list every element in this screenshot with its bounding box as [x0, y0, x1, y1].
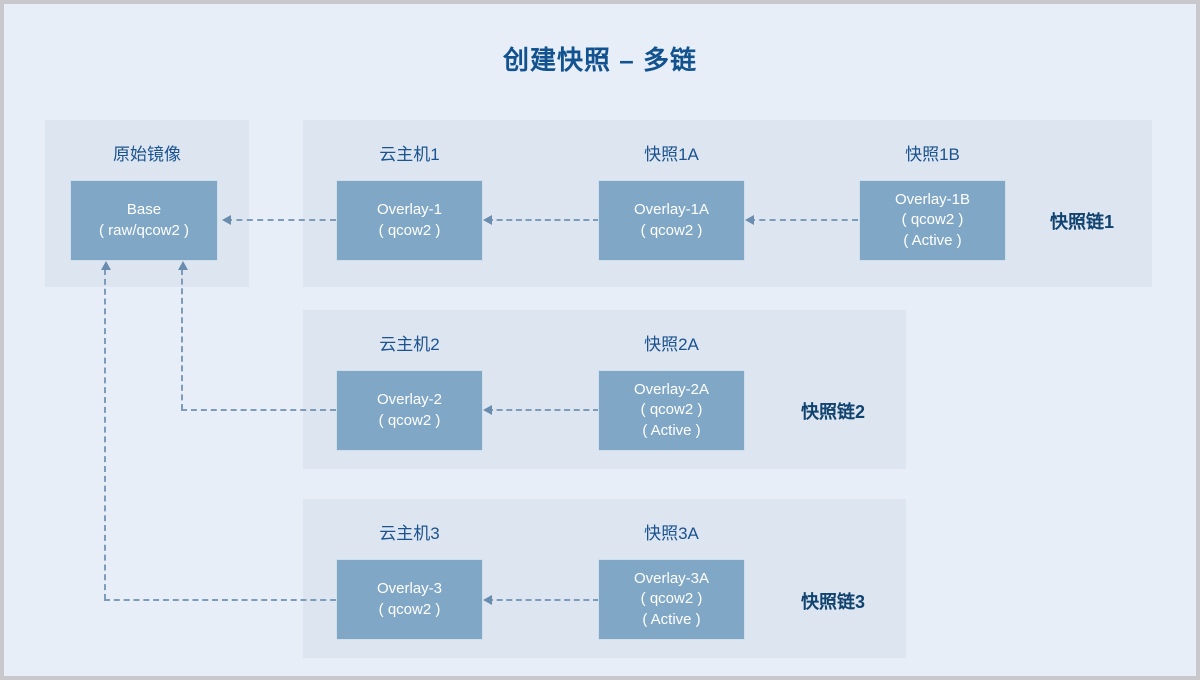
- node-chain1-overlay1a-line1: Overlay-1A: [633, 201, 710, 219]
- node-chain1-overlay1b[interactable]: Overlay-1B ( qcow2 ) ( Active ): [859, 180, 1006, 261]
- chain-label-3: 快照链3: [801, 592, 866, 612]
- connector-overlay3-to-base-vertical: [104, 269, 106, 600]
- connector-overlay3-to-base-horizontal: [104, 599, 336, 601]
- connector-overlay3a-to-overlay3: [487, 599, 599, 601]
- node-base[interactable]: Base ( raw/qcow2 ): [70, 180, 218, 261]
- connector-overlay2-to-base-vertical: [181, 269, 183, 410]
- caption-base: 原始镜像: [113, 145, 181, 164]
- connector-overlay2a-to-overlay2: [487, 409, 599, 411]
- chain-label-2: 快照链2: [801, 402, 866, 422]
- node-chain2-overlay2a-line1: Overlay-2A: [633, 381, 710, 399]
- page-title: 创建快照 – 多链: [503, 45, 697, 75]
- chain-label-1: 快照链1: [1050, 212, 1115, 232]
- node-chain2-overlay2-line2: ( qcow2 ): [378, 411, 441, 429]
- connector-overlay1a-to-overlay1: [487, 219, 599, 221]
- node-chain3-overlay3-line1: Overlay-3: [376, 580, 443, 598]
- node-chain3-overlay3a-line2: ( qcow2 ): [640, 590, 703, 608]
- arrowhead-overlay3-to-base: [101, 261, 111, 270]
- connector-overlay2-to-base-horizontal: [181, 409, 336, 411]
- caption-chain2-vm: 云主机2: [379, 335, 440, 354]
- arrowhead-overlay2-to-base: [178, 261, 188, 270]
- diagram-stage: 创建快照 – 多链 原始镜像 Base: [4, 4, 1196, 676]
- node-chain1-overlay1-line1: Overlay-1: [376, 201, 443, 219]
- arrowhead-overlay3a-to-overlay3: [483, 595, 492, 605]
- arrowhead-overlay1-to-base: [222, 215, 231, 225]
- node-chain3-overlay3a[interactable]: Overlay-3A ( qcow2 ) ( Active ): [598, 559, 745, 640]
- caption-chain3-vm: 云主机3: [379, 524, 440, 543]
- arrowhead-overlay2a-to-overlay2: [483, 405, 492, 415]
- caption-chain1-snap-a: 快照1A: [644, 145, 699, 164]
- node-chain1-overlay1b-line3: ( Active ): [903, 231, 962, 249]
- caption-chain2-snap-a: 快照2A: [644, 335, 699, 354]
- node-chain3-overlay3-line2: ( qcow2 ): [378, 600, 441, 618]
- node-chain2-overlay2a-line3: ( Active ): [642, 421, 701, 439]
- arrowhead-overlay1b-to-overlay1a: [745, 215, 754, 225]
- node-base-line2: ( raw/qcow2 ): [98, 221, 190, 239]
- node-chain1-overlay1a[interactable]: Overlay-1A ( qcow2 ): [598, 180, 745, 261]
- node-chain3-overlay3a-line1: Overlay-3A: [633, 570, 710, 588]
- node-chain1-overlay1b-line2: ( qcow2 ): [901, 211, 964, 229]
- connector-overlay1-to-base: [226, 219, 336, 221]
- node-chain1-overlay1b-line1: Overlay-1B: [894, 191, 971, 209]
- arrowhead-overlay1a-to-overlay1: [483, 215, 492, 225]
- node-chain2-overlay2[interactable]: Overlay-2 ( qcow2 ): [336, 370, 483, 451]
- caption-chain1-snap-b: 快照1B: [905, 145, 960, 164]
- node-chain3-overlay3[interactable]: Overlay-3 ( qcow2 ): [336, 559, 483, 640]
- node-chain2-overlay2-line1: Overlay-2: [376, 391, 443, 409]
- node-chain1-overlay1-line2: ( qcow2 ): [378, 221, 441, 239]
- node-chain1-overlay1a-line2: ( qcow2 ): [640, 221, 703, 239]
- caption-chain3-snap-a: 快照3A: [644, 524, 699, 543]
- node-base-line1: Base: [126, 201, 162, 219]
- node-chain3-overlay3a-line3: ( Active ): [642, 610, 701, 628]
- node-chain1-overlay1[interactable]: Overlay-1 ( qcow2 ): [336, 180, 483, 261]
- node-chain2-overlay2a[interactable]: Overlay-2A ( qcow2 ) ( Active ): [598, 370, 745, 451]
- node-chain2-overlay2a-line2: ( qcow2 ): [640, 401, 703, 419]
- connector-overlay1b-to-overlay1a: [749, 219, 858, 221]
- caption-chain1-vm: 云主机1: [379, 145, 440, 164]
